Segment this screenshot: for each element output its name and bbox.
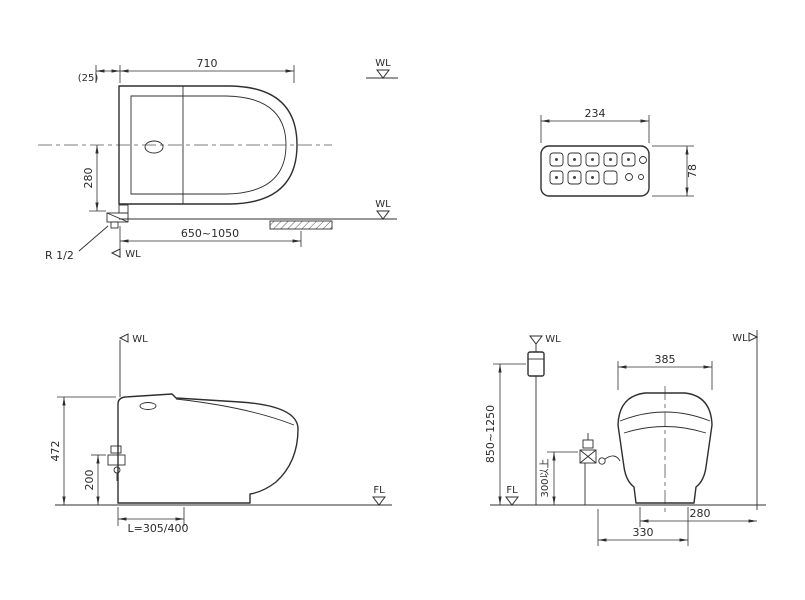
- remote-indicator-icon: [638, 174, 644, 180]
- dim-385: 385: [617, 353, 713, 390]
- wl-triangle-icon: [110, 248, 121, 258]
- wl-marker-drain: WL: [110, 248, 141, 260]
- supply-valve-body: [579, 449, 597, 464]
- dim-label-25: (25): [78, 73, 99, 84]
- wl-marker-left: WL: [529, 334, 561, 345]
- dim-650-1050: 650~1050: [119, 226, 302, 258]
- toilet-rear-outline: [617, 392, 713, 504]
- wl-label: WL: [732, 333, 748, 344]
- wl-label: WL: [125, 249, 141, 260]
- wl-label: WL: [545, 334, 561, 345]
- remote-button: [585, 152, 600, 167]
- lid-curve-rear: [619, 411, 711, 422]
- remote-button: [603, 170, 618, 185]
- dim-330: 330: [597, 507, 689, 546]
- valve-handle: [598, 457, 606, 465]
- dim-300-min: 300以上: [539, 451, 578, 505]
- valve-diagonal: [106, 212, 129, 223]
- wl-triangle-icon: [376, 210, 390, 220]
- dim-label-710: 710: [197, 57, 218, 70]
- toilet-lid-outline: [130, 95, 287, 195]
- toilet-plan-outline: [118, 85, 298, 205]
- supply-pipe: [110, 445, 122, 454]
- toilet-side-outline: [117, 393, 299, 504]
- wl-label: WL: [375, 58, 391, 69]
- dim-710: 710: [119, 57, 295, 83]
- leader-line: [78, 225, 109, 252]
- dim-label-234: 234: [585, 107, 606, 120]
- supply-note: R 1/2: [45, 225, 109, 262]
- dim-78: 78: [652, 145, 699, 197]
- valve-handle: [113, 466, 121, 474]
- remote-button: [567, 152, 582, 167]
- supply-valve-body: [107, 454, 126, 466]
- seat-sensor-oval: [144, 140, 164, 154]
- remote-power-icon: [639, 156, 647, 164]
- supply-pipe: [582, 439, 594, 449]
- valve-outlet: [110, 221, 119, 229]
- wl-marker-right: WL: [732, 332, 759, 344]
- dim-label-330: 330: [633, 526, 654, 539]
- dim-label-200: 200: [83, 470, 96, 491]
- dim-label-280-rear: 280: [690, 507, 711, 520]
- seat-seam-rear: [623, 426, 707, 434]
- wl-label: WL: [375, 199, 391, 210]
- dim-472: 472: [49, 396, 116, 505]
- dim-label-650-1050: 650~1050: [181, 227, 239, 240]
- remote-buttons: [549, 152, 647, 185]
- seat-seam-side: [175, 398, 295, 426]
- dim-label-rough-in: L=305/400: [127, 522, 188, 535]
- supply-fitting-side: [107, 445, 126, 481]
- dim-label-385: 385: [655, 353, 676, 366]
- dim-280-plan: 280: [82, 145, 106, 212]
- dim-234: 234: [540, 107, 650, 143]
- drain-hatch: [269, 220, 333, 230]
- view-plan: 710 (25) WL 280 WL 650~1050: [38, 57, 398, 262]
- fl-marker-rear: FL: [505, 485, 519, 506]
- dim-label-78: 78: [686, 164, 699, 178]
- fl-label: FL: [506, 485, 518, 496]
- remote-button: [585, 170, 600, 185]
- wl-marker-mid: WL: [375, 199, 391, 220]
- remote-button: [549, 152, 564, 167]
- supply-pipe: [118, 204, 129, 214]
- wl-triangle-icon: [748, 332, 759, 342]
- dim-850-1250: 850~1250: [484, 363, 526, 505]
- view-remote: 234 78: [540, 107, 699, 197]
- view-side: FL WL 472 200 L=: [49, 333, 392, 535]
- wl-triangle-icon: [376, 69, 390, 79]
- wl-triangle-icon: [118, 333, 129, 343]
- remote-on-wall: [527, 351, 545, 377]
- supply-hose: [604, 455, 621, 462]
- fl-triangle-icon: [505, 496, 519, 506]
- wl-label: WL: [132, 334, 148, 345]
- wl-triangle-icon: [529, 335, 543, 345]
- remote-indicator-icon: [625, 173, 633, 181]
- dim-280-rear: 280: [639, 507, 757, 527]
- supply-assembly-rear: [579, 433, 621, 505]
- remote-button: [567, 170, 582, 185]
- remote-button: [549, 170, 564, 185]
- dim-rough-in: L=305/400: [117, 507, 189, 535]
- dim-200: 200: [83, 454, 106, 505]
- wl-marker-top: WL: [366, 58, 398, 79]
- fl-label: FL: [373, 485, 385, 496]
- remote-body: [540, 145, 650, 197]
- wl-marker-side: WL: [118, 333, 148, 345]
- dim-offset-25: (25): [78, 65, 120, 84]
- dim-label-280: 280: [82, 168, 95, 189]
- remote-button: [621, 152, 636, 167]
- dim-label-850-1250: 850~1250: [484, 405, 497, 463]
- view-rear: FL WL WL: [484, 330, 766, 546]
- dim-label-300-min: 300以上: [539, 458, 551, 497]
- remote-button: [603, 152, 618, 167]
- control-button-side: [139, 402, 157, 410]
- dim-label-472: 472: [49, 441, 62, 462]
- fl-triangle-icon: [372, 496, 386, 506]
- supply-note-label: R 1/2: [45, 249, 74, 262]
- fl-marker-side: FL: [372, 485, 386, 506]
- supply-fitting-plan: [106, 204, 129, 229]
